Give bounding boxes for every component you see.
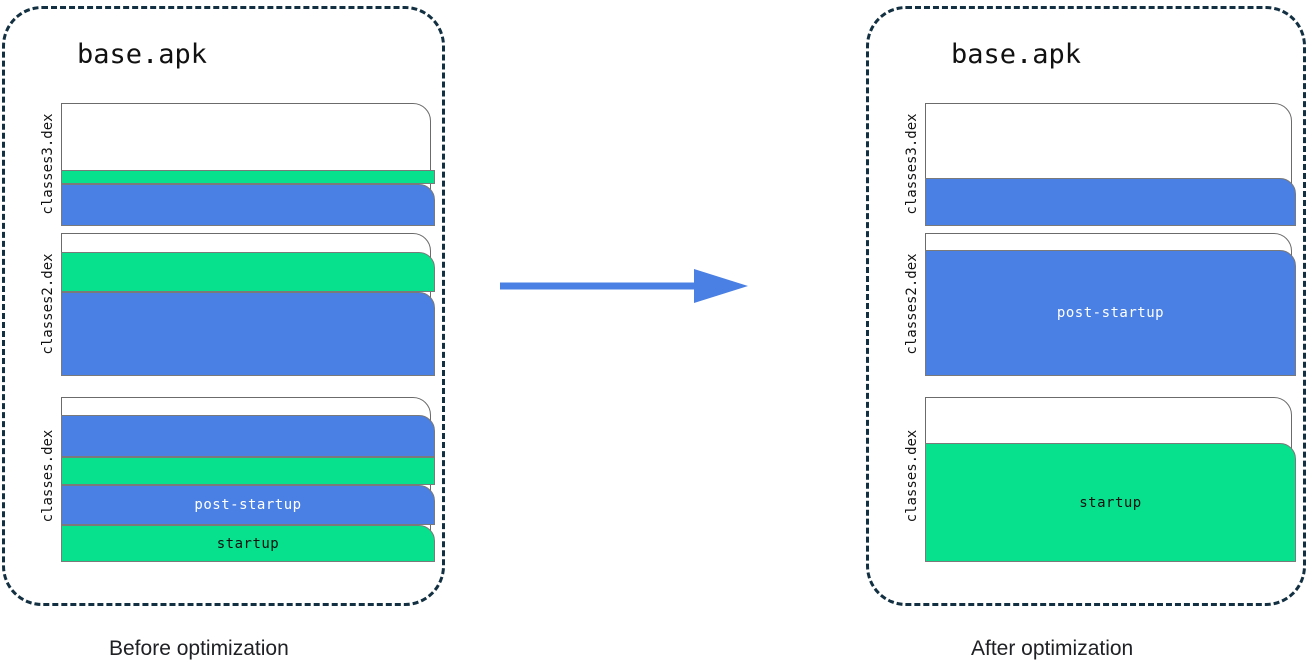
dex-label-text: classes.dex [40, 429, 56, 523]
segment-post-startup [61, 292, 435, 376]
dex-card-classes2-after: post-startup [925, 233, 1296, 376]
segment-post-startup [61, 415, 435, 457]
apk-name-label-before: base.apk [77, 39, 208, 70]
dex-group-classes3-after: classes3.dex [899, 103, 1296, 226]
segment-startup [61, 170, 435, 184]
flow-arrow [498, 262, 753, 310]
segment-label: post-startup [1056, 305, 1165, 321]
dex-group-classes2-before: classes2.dex [35, 233, 435, 376]
dex-label-classes-before: classes.dex [35, 397, 61, 555]
segment-post-startup [61, 184, 435, 226]
dex-group-classes3-before: classes3.dex [35, 103, 435, 226]
segment-startup [61, 457, 435, 485]
dex-label-classes3-after: classes3.dex [899, 103, 925, 225]
segment-startup-labeled: startup [61, 525, 435, 562]
segment-label: startup [216, 535, 280, 552]
dex-card-classes-after: startup [925, 397, 1296, 562]
segment-post-startup [925, 178, 1296, 226]
caption-before-optimization: Before optimization [109, 637, 289, 660]
segment-post-startup-labeled: post-startup [925, 250, 1296, 376]
segment-label: startup [1079, 494, 1142, 511]
dex-label-text: classes2.dex [904, 253, 920, 355]
segment-post-startup-labeled: post-startup [61, 485, 435, 525]
dex-label-classes3-before: classes3.dex [35, 103, 61, 225]
apk-panel-before: base.apk classes3.dex classes2.dex [2, 6, 445, 606]
rightwards-arrow-icon [500, 269, 748, 303]
dex-label-text: classes3.dex [40, 113, 56, 215]
dex-label-classes2-before: classes2.dex [35, 233, 61, 375]
dex-group-classes-after: classes.dex startup [899, 397, 1296, 562]
dex-card-classes3-after [925, 103, 1296, 226]
apk-panel-after: base.apk classes3.dex classes2.dex post-… [866, 6, 1306, 606]
apk-name-label-after: base.apk [951, 39, 1082, 70]
dex-card-classes-before: post-startup startup [61, 397, 435, 562]
dex-label-classes-after: classes.dex [899, 397, 925, 555]
dex-label-text: classes3.dex [904, 113, 920, 215]
dex-label-text: classes2.dex [40, 253, 56, 355]
segment-startup [61, 252, 435, 292]
dex-group-classes-before: classes.dex post-startup startup [35, 397, 435, 562]
dex-label-text: classes.dex [904, 429, 920, 523]
dex-card-classes2-before [61, 233, 435, 376]
segment-label: post-startup [194, 497, 302, 513]
dex-group-classes2-after: classes2.dex post-startup [899, 233, 1296, 376]
dex-card-classes3-before [61, 103, 435, 226]
dex-label-classes2-after: classes2.dex [899, 233, 925, 375]
segment-startup-labeled: startup [925, 443, 1296, 562]
caption-after-optimization: After optimization [971, 637, 1134, 660]
